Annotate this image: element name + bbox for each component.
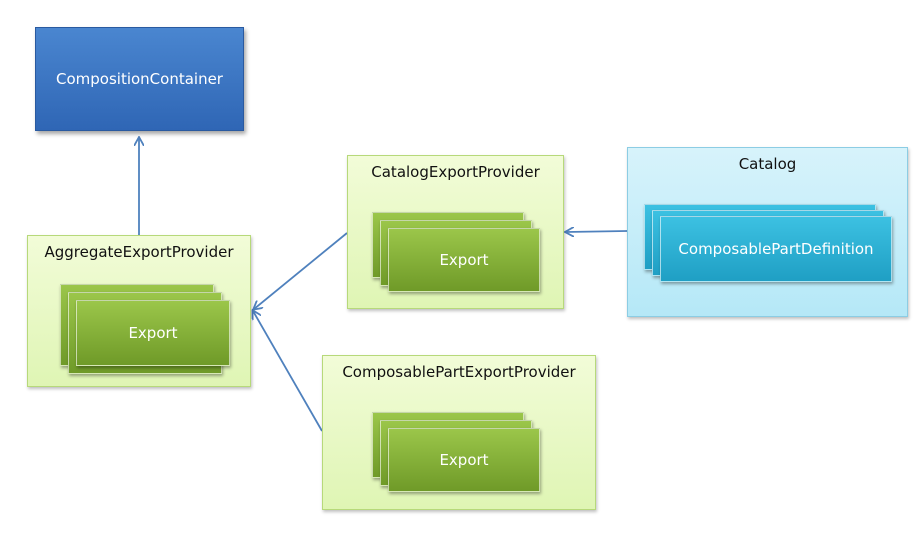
arrow-composable-provider-to-aggregate <box>253 311 323 432</box>
export-card[interactable]: Export <box>388 228 540 292</box>
composition-container-label: CompositionContainer <box>56 70 223 88</box>
export-card[interactable]: Export <box>76 300 230 366</box>
arrow-catalog-to-catalog-provider <box>566 231 628 232</box>
catalog-node[interactable]: Catalog ComposablePartDefinition <box>627 147 908 317</box>
aggregate-export-provider-title: AggregateExportProvider <box>44 243 234 261</box>
export-card-label: Export <box>128 324 178 342</box>
export-card-label: Export <box>439 451 489 469</box>
composition-container-node[interactable]: CompositionContainer <box>35 27 244 131</box>
catalog-export-provider-title: CatalogExportProvider <box>371 163 540 181</box>
arrow-catalog-provider-to-aggregate <box>254 232 348 309</box>
export-card[interactable]: Export <box>388 428 540 492</box>
composable-part-definition-label: ComposablePartDefinition <box>678 240 874 258</box>
catalog-export-provider-node[interactable]: CatalogExportProvider Export <box>347 155 564 309</box>
catalog-title: Catalog <box>738 155 797 173</box>
export-card-label: Export <box>439 251 489 269</box>
aggregate-export-provider-node[interactable]: AggregateExportProvider Export <box>27 235 251 387</box>
composable-part-export-provider-title: ComposablePartExportProvider <box>342 363 576 381</box>
composable-part-export-provider-node[interactable]: ComposablePartExportProvider Export <box>322 355 596 510</box>
composable-part-definition-card[interactable]: ComposablePartDefinition <box>660 216 892 282</box>
